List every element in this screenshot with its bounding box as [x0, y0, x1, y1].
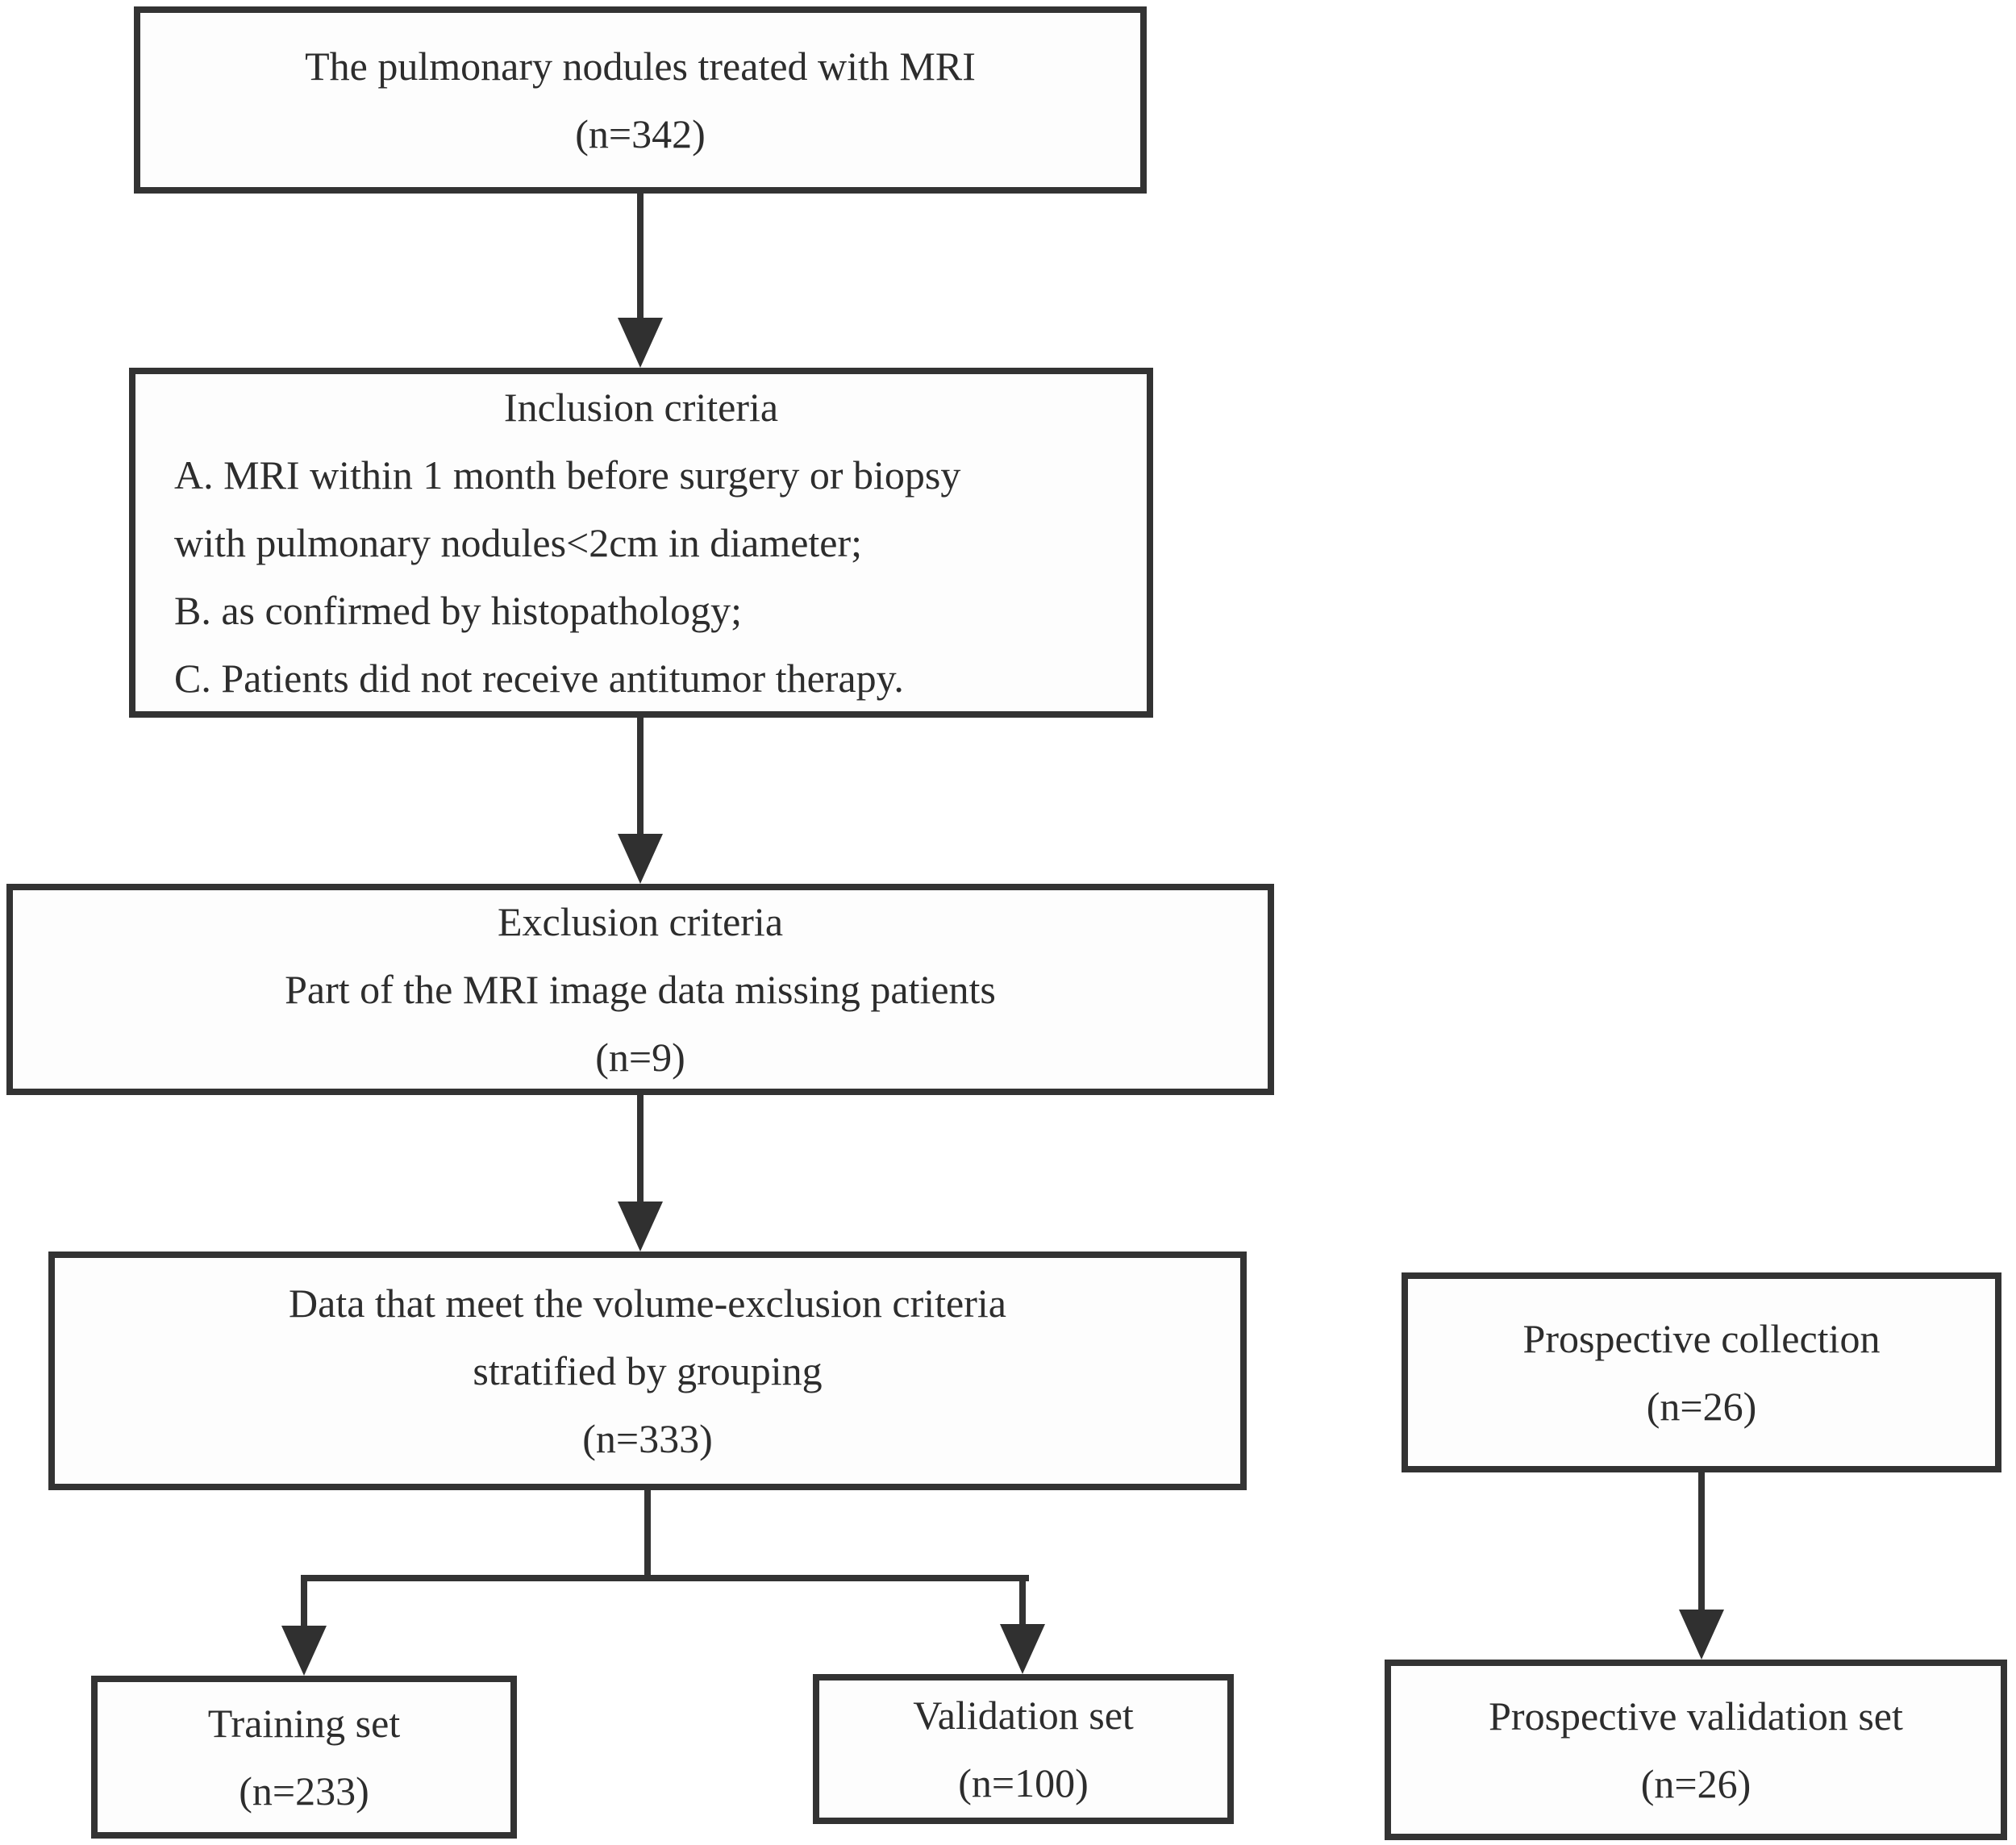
arrow-down-icon — [1000, 1624, 1045, 1674]
arrow-down-icon — [618, 1202, 663, 1252]
box-count: (n=342) — [575, 111, 706, 156]
box-title: The pulmonary nodules treated with MRI — [305, 44, 976, 89]
box-title: Validation set — [913, 1693, 1134, 1738]
box-title: Inclusion criteria — [503, 385, 779, 430]
box-title: Exclusion criteria — [497, 899, 784, 944]
box-count: (n=26) — [1646, 1384, 1757, 1429]
branch-left-line — [301, 1575, 307, 1626]
arrow-down-icon — [1679, 1610, 1724, 1660]
box-text-line: stratified by grouping — [473, 1348, 823, 1393]
box-prospective-validation-set: Prospective validation set (n=26) — [1385, 1660, 2007, 1840]
box-volume-exclusion-data: Data that meet the volume-exclusion crit… — [48, 1252, 1247, 1490]
box-exclusion-criteria: Exclusion criteria Part of the MRI image… — [6, 884, 1274, 1095]
box-prospective-collection: Prospective collection (n=26) — [1402, 1272, 2001, 1472]
branch-right-line — [1019, 1575, 1026, 1624]
branch-stem-line — [644, 1490, 651, 1581]
box-count: (n=233) — [239, 1768, 369, 1814]
arrow-down-icon — [618, 318, 663, 368]
box-pulmonary-nodules-mri: The pulmonary nodules treated with MRI (… — [134, 6, 1147, 194]
box-title: Prospective validation set — [1489, 1693, 1903, 1739]
arrow-down-icon — [281, 1626, 327, 1676]
inclusion-item-a: A. MRI within 1 month before surgery or … — [174, 452, 961, 498]
box-title: Training set — [207, 1701, 401, 1746]
inclusion-item-b: B. as confirmed by histopathology; — [174, 588, 743, 633]
box-title: Prospective collection — [1522, 1316, 1881, 1361]
box-text-line: Data that meet the volume-exclusion crit… — [289, 1281, 1006, 1326]
box-count: (n=26) — [1640, 1761, 1752, 1806]
inclusion-item-a-cont: with pulmonary nodules<2cm in diameter; — [174, 520, 863, 565]
box-text-line: Part of the MRI image data missing patie… — [285, 967, 996, 1012]
box-count: (n=100) — [958, 1760, 1089, 1805]
box-inclusion-criteria: Inclusion criteria A. MRI within 1 month… — [129, 368, 1153, 718]
box-count: (n=9) — [595, 1035, 685, 1080]
box-training-set: Training set (n=233) — [91, 1676, 517, 1839]
connector-line-2 — [637, 718, 644, 837]
box-validation-set: Validation set (n=100) — [813, 1674, 1234, 1824]
connector-line-1 — [637, 194, 644, 321]
connector-line-3 — [637, 1095, 644, 1205]
branch-horizontal-line — [301, 1575, 1029, 1581]
arrow-down-icon — [618, 834, 663, 884]
inclusion-item-c: C. Patients did not receive antitumor th… — [174, 656, 904, 701]
box-count: (n=333) — [582, 1416, 713, 1461]
connector-line-prospective — [1698, 1472, 1705, 1611]
